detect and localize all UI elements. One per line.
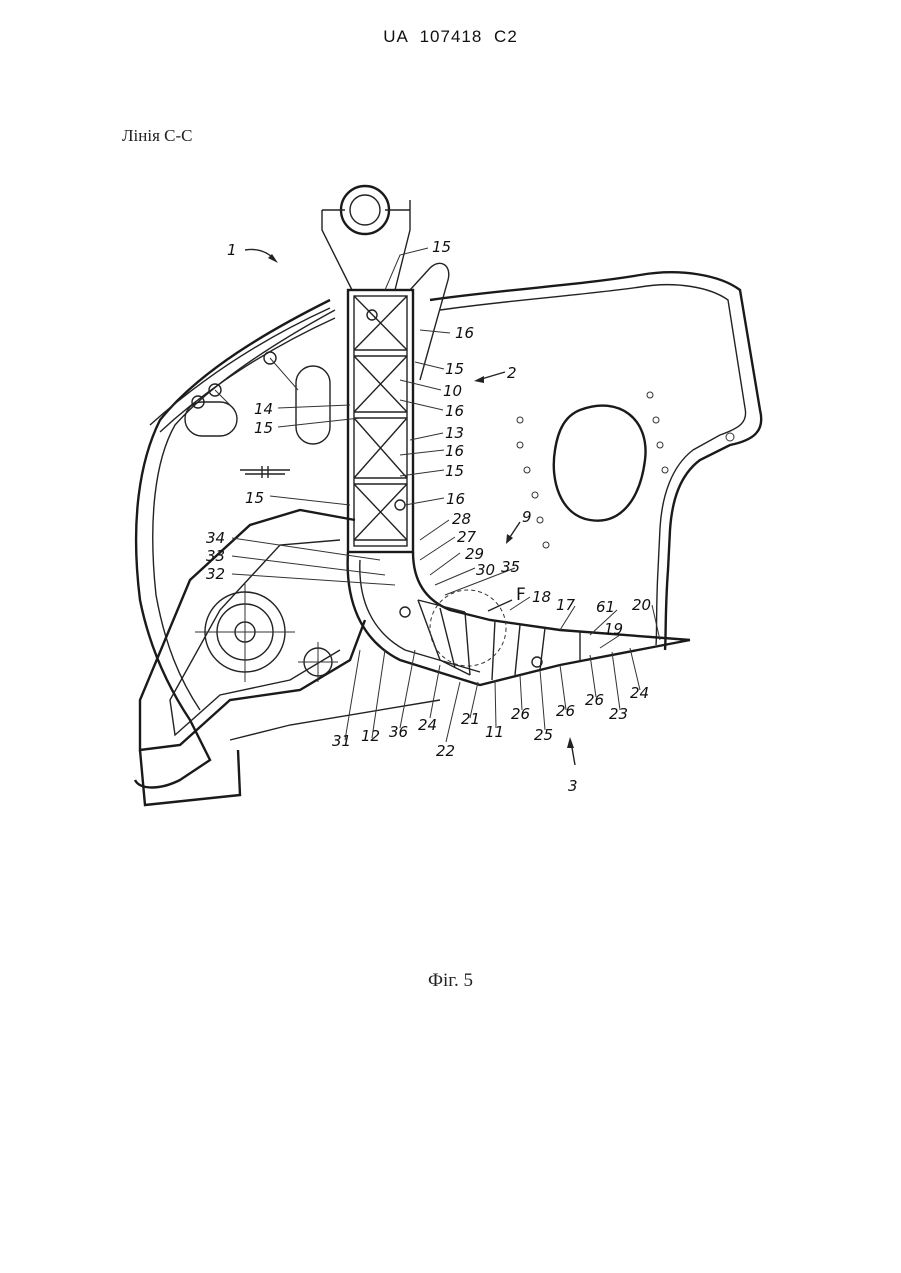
label-15: 15 <box>254 419 273 437</box>
label-21: 21 <box>461 710 480 728</box>
large-opening <box>554 406 646 521</box>
label-28: 28 <box>452 510 471 528</box>
bottom-leg <box>140 750 240 805</box>
label-22: 22 <box>436 742 455 760</box>
label-15: 15 <box>245 489 264 507</box>
lower-left-frame <box>140 510 365 750</box>
label-1: 1 <box>227 241 237 259</box>
figure-caption: Фіг. 5 <box>0 970 901 992</box>
hole-pattern <box>517 392 734 548</box>
label-15: 15 <box>445 360 464 378</box>
label-10: 10 <box>443 382 462 400</box>
label-23: 23 <box>609 705 628 723</box>
label-25: 25 <box>534 726 553 744</box>
label-2: 2 <box>507 364 517 382</box>
label-31: 31 <box>332 732 351 750</box>
label-12: 12 <box>361 727 380 745</box>
label-16: 16 <box>455 324 474 342</box>
label-16: 16 <box>445 442 464 460</box>
label-3: 3 <box>568 777 578 795</box>
top-mount-ring <box>341 186 389 234</box>
label-17: 17 <box>556 596 576 614</box>
label-26: 26 <box>585 691 604 709</box>
left-rail <box>160 318 335 432</box>
label-16: 16 <box>445 402 464 420</box>
label-27: 27 <box>457 528 477 546</box>
lower-left-frame-inner <box>170 540 340 735</box>
lower-beam-bolt <box>400 607 410 617</box>
arrow-head <box>506 534 513 544</box>
label-26: 26 <box>556 702 575 720</box>
label-26: 26 <box>511 705 530 723</box>
label-15: 15 <box>445 462 464 480</box>
arrow-head <box>567 737 574 748</box>
label-20: 20 <box>632 596 651 614</box>
label-11: 11 <box>485 723 504 741</box>
upper-contour <box>430 272 761 650</box>
bolt-piece <box>240 466 290 478</box>
label-16: 16 <box>446 490 465 508</box>
label-35: 35 <box>501 558 520 576</box>
beam-bolt <box>395 500 405 510</box>
label-24: 24 <box>630 684 649 702</box>
small-hub-crosshair <box>298 642 338 682</box>
slot <box>296 366 330 444</box>
label-36: 36 <box>389 723 408 741</box>
hub-crosshair <box>195 582 295 682</box>
label-61: 61 <box>596 598 615 616</box>
outer-contour-inner <box>153 310 335 710</box>
lower-beam-mid <box>360 560 480 672</box>
label-14: 14 <box>254 400 273 418</box>
label-15: 15 <box>432 238 451 256</box>
top-mount-hole <box>350 195 380 225</box>
top-mount-arms <box>322 200 410 290</box>
beam-truss <box>354 296 407 540</box>
label-30: 30 <box>476 561 495 579</box>
label-32: 32 <box>206 565 225 583</box>
upper-contour-inner <box>440 285 746 645</box>
arrow-head <box>474 376 484 383</box>
label-33: 33 <box>206 547 225 565</box>
arrow-F <box>488 600 512 611</box>
label-34: 34 <box>206 529 225 547</box>
label-19: 19 <box>604 620 623 638</box>
label-18: 18 <box>532 588 551 606</box>
vertical-beam-inner <box>354 296 407 546</box>
label-F: F <box>516 585 526 605</box>
label-24: 24 <box>418 716 437 734</box>
label-9: 9 <box>522 508 532 526</box>
label-13: 13 <box>445 424 464 442</box>
